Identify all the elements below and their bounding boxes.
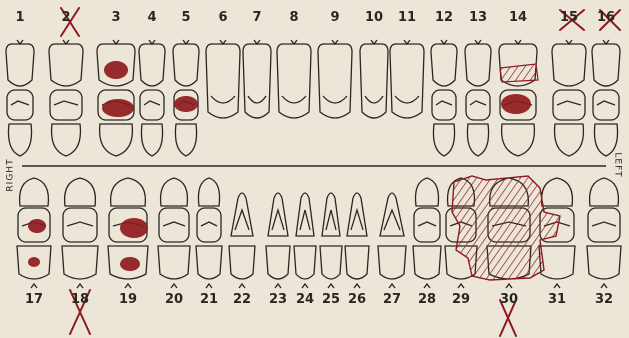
lower-tooth-17 — [17, 178, 51, 288]
upper-tooth-15 — [552, 40, 586, 156]
upper-tooth-2 — [49, 40, 83, 156]
tooth-number-30: 30 — [494, 292, 524, 307]
upper-tooth-6 — [206, 40, 240, 118]
tooth-number-18: 18 — [65, 292, 95, 307]
tooth-number-4: 4 — [137, 10, 167, 25]
tooth-number-2: 2 — [51, 10, 81, 25]
filling-mark — [120, 218, 148, 238]
tooth-number-26: 26 — [342, 292, 372, 307]
tooth-number-31: 31 — [542, 292, 572, 307]
tooth-number-21: 21 — [194, 292, 224, 307]
tooth-number-10: 10 — [359, 10, 389, 25]
tooth-number-1: 1 — [5, 10, 35, 25]
upper-tooth-1 — [6, 40, 34, 156]
tooth-number-6: 6 — [208, 10, 238, 25]
upper-tooth-10 — [360, 40, 388, 118]
filling-mark — [501, 94, 531, 114]
filling-mark — [120, 257, 140, 271]
filling-mark — [174, 96, 198, 112]
tooth-number-12: 12 — [429, 10, 459, 25]
filling-mark — [104, 61, 128, 79]
lower-tooth-21 — [196, 178, 222, 288]
tooth-number-29: 29 — [446, 292, 476, 307]
tooth-number-5: 5 — [171, 10, 201, 25]
upper-tooth-3 — [97, 40, 135, 156]
tooth-number-11: 11 — [392, 10, 422, 25]
tooth-number-15: 15 — [554, 10, 584, 25]
lower-tooth-18 — [62, 178, 98, 288]
tooth-number-20: 20 — [159, 292, 189, 307]
tooth-number-17: 17 — [19, 292, 49, 307]
tooth-number-22: 22 — [227, 292, 257, 307]
tooth-number-27: 27 — [377, 292, 407, 307]
lower-tooth-22 — [229, 193, 255, 288]
lower-tooth-24 — [294, 193, 316, 288]
tooth-number-28: 28 — [412, 292, 442, 307]
filling-mark — [28, 219, 46, 233]
tooth-number-14: 14 — [503, 10, 533, 25]
upper-tooth-4 — [139, 40, 165, 156]
upper-tooth-8 — [277, 40, 311, 118]
tooth-number-7: 7 — [242, 10, 272, 25]
side-label-left: LEFT — [613, 152, 623, 177]
lower-tooth-23 — [266, 193, 290, 288]
upper-tooth-12 — [431, 40, 457, 156]
tooth-number-23: 23 — [263, 292, 293, 307]
hatched-tooth-14 — [500, 64, 538, 82]
lower-tooth-32 — [587, 178, 621, 288]
lower-tooth-25 — [320, 193, 342, 288]
filling-mark — [28, 257, 40, 267]
tooth-number-16: 16 — [591, 10, 621, 25]
filling-mark — [102, 99, 134, 117]
lower-tooth-27 — [378, 193, 406, 288]
tooth-number-9: 9 — [320, 10, 350, 25]
upper-tooth-7 — [243, 40, 271, 118]
tooth-number-32: 32 — [589, 292, 619, 307]
lower-tooth-28 — [413, 178, 441, 288]
hatched-teeth-29-30 — [452, 176, 560, 280]
side-label-right: RIGHT — [6, 158, 16, 191]
upper-tooth-13 — [465, 40, 491, 156]
tooth-number-13: 13 — [463, 10, 493, 25]
upper-tooth-9 — [318, 40, 352, 118]
upper-tooth-11 — [390, 40, 424, 118]
lower-tooth-26 — [345, 193, 369, 288]
tooth-number-8: 8 — [279, 10, 309, 25]
tooth-number-19: 19 — [113, 292, 143, 307]
upper-tooth-16 — [592, 40, 620, 156]
tooth-number-3: 3 — [101, 10, 131, 25]
lower-tooth-20 — [158, 178, 190, 288]
